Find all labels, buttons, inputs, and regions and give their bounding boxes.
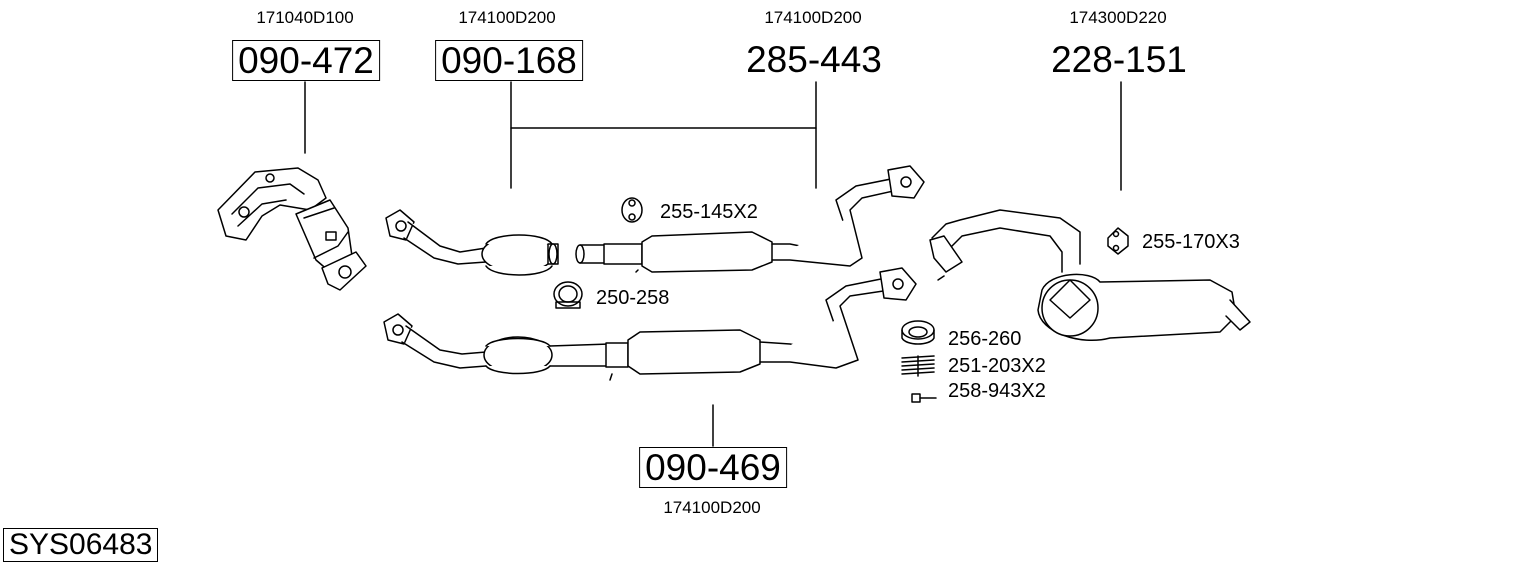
pipe-clamp-icon <box>553 281 583 309</box>
oem-ref-p2: 174100D200 <box>458 8 556 27</box>
accessory-label-a1[interactable]: 255-145X2 <box>660 201 758 223</box>
oem-ref-p5: 174100D200 <box>663 498 761 517</box>
oem-ref-p1: 171040D100 <box>256 8 354 27</box>
leader-lines <box>304 81 1122 447</box>
part-number-p1[interactable]: 090-472 <box>232 40 380 81</box>
part-number-p4[interactable]: 228-151 <box>1051 39 1187 80</box>
rubber-mount-icon <box>1107 227 1129 255</box>
accessory-label-a2[interactable]: 250-258 <box>596 287 670 309</box>
accessory-label-a6[interactable]: 258-943X2 <box>948 380 1046 402</box>
oem-ref-p4: 174300D220 <box>1069 8 1167 27</box>
system-code: SYS06483 <box>3 528 159 562</box>
front-pipe-catalyst-icon <box>385 209 559 276</box>
part-number-p5[interactable]: 090-469 <box>639 447 787 488</box>
part-number-p3[interactable]: 285-443 <box>746 39 882 80</box>
bolt-icon <box>911 393 937 403</box>
manifold-catalyst-icon <box>217 167 367 291</box>
gasket-ring-icon <box>901 320 935 345</box>
oem-ref-p3: 174100D200 <box>764 8 862 27</box>
front-assembly-pipe-icon <box>383 267 917 381</box>
accessory-label-a5[interactable]: 251-203X2 <box>948 355 1046 377</box>
rear-silencer-icon <box>929 209 1251 342</box>
spring-icon <box>901 355 935 377</box>
part-number-p2[interactable]: 090-168 <box>435 40 583 81</box>
rubber-hanger-icon <box>621 197 643 223</box>
mid-pipe-resonator-icon <box>575 165 925 273</box>
accessory-label-a3[interactable]: 255-170X3 <box>1142 231 1240 253</box>
accessory-label-a4[interactable]: 256-260 <box>948 328 1022 350</box>
